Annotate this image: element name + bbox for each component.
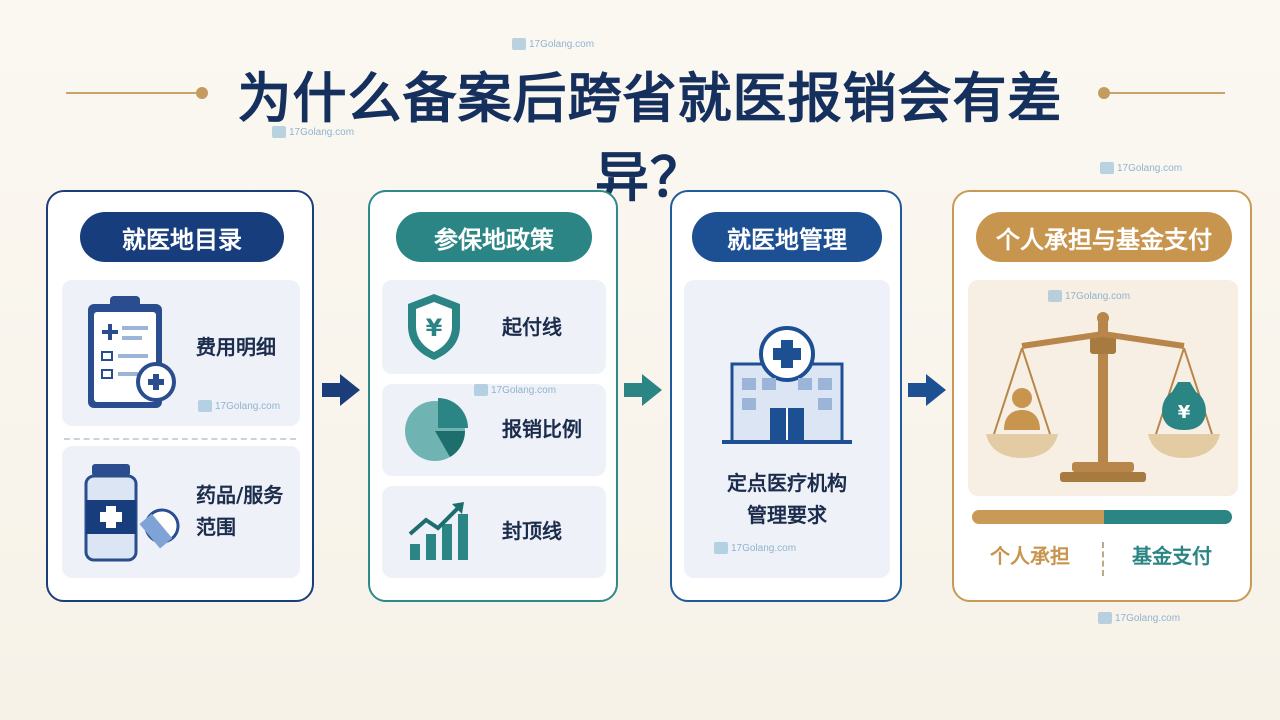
balance-scale-icon: ¥ bbox=[986, 312, 1220, 482]
watermark: 17Golang.com bbox=[474, 384, 556, 396]
title-rule-right bbox=[1110, 92, 1225, 94]
card-expense-detail: 费用明细 17Golang.com bbox=[62, 280, 300, 426]
title-rule-left bbox=[66, 92, 196, 94]
item-label-line1: 定点医疗机构 bbox=[727, 471, 847, 495]
bar-growth-icon bbox=[408, 502, 468, 560]
panel-heading: 个人承担与基金支付 bbox=[976, 212, 1232, 262]
flow-arrow-icon bbox=[624, 374, 662, 406]
svg-text:¥: ¥ bbox=[1178, 402, 1191, 423]
item-label: 封顶线 bbox=[502, 519, 562, 543]
fund-share-label: 基金支付 bbox=[1132, 544, 1212, 568]
watermark-logo-icon bbox=[198, 400, 212, 412]
watermark: 17Golang.com bbox=[198, 400, 280, 412]
panel-cost-sharing: 个人承担与基金支付 ¥ 17Golang.com bbox=[952, 190, 1252, 602]
watermark: 17Golang.com bbox=[272, 126, 354, 138]
shield-yuan-icon: ¥ bbox=[408, 294, 460, 360]
panel-heading: 参保地政策 bbox=[396, 212, 592, 262]
title-dot-right bbox=[1098, 87, 1110, 99]
watermark: 17Golang.com bbox=[1048, 290, 1130, 302]
item-label-line2: 管理要求 bbox=[747, 503, 827, 527]
watermark: 17Golang.com bbox=[1100, 162, 1182, 174]
watermark-logo-icon bbox=[714, 542, 728, 554]
watermark: 17Golang.com bbox=[1098, 612, 1180, 624]
medicine-bottle-icon bbox=[84, 464, 180, 562]
card-reimbursement-ratio: 报销比例 17Golang.com bbox=[382, 384, 606, 476]
fund-share-bar bbox=[1104, 510, 1232, 524]
watermark-logo-icon bbox=[1100, 162, 1114, 174]
item-label-line2: 范围 bbox=[196, 515, 236, 539]
title-area: 为什么备案后跨省就医报销会有差异？ bbox=[0, 52, 1280, 209]
panel-heading: 就医地管理 bbox=[692, 212, 882, 262]
flow-arrow-icon bbox=[908, 374, 946, 406]
watermark: 17Golang.com bbox=[714, 542, 796, 554]
personal-share-bar bbox=[972, 510, 1104, 524]
hospital-icon bbox=[722, 326, 852, 444]
watermark-logo-icon bbox=[512, 38, 526, 50]
card-cap-line: 封顶线 bbox=[382, 486, 606, 578]
split-divider bbox=[1102, 542, 1104, 576]
watermark: 17Golang.com bbox=[512, 38, 594, 50]
watermark-logo-icon bbox=[474, 384, 488, 396]
item-label: 起付线 bbox=[502, 315, 562, 339]
item-label-line1: 药品/服务 bbox=[196, 483, 284, 507]
clipboard-plus-icon bbox=[88, 296, 176, 408]
title-dot-left bbox=[196, 87, 208, 99]
card-drug-service-scope: 药品/服务 范围 bbox=[62, 446, 300, 578]
card-deductible: ¥ 起付线 bbox=[382, 280, 606, 374]
panel-insured-policy: 参保地政策 ¥ 起付线 报销比例 17Golang.com 封顶线 bbox=[368, 190, 618, 602]
watermark-logo-icon bbox=[272, 126, 286, 138]
card-designated-institution: 定点医疗机构 管理要求 17Golang.com bbox=[684, 280, 890, 578]
svg-text:¥: ¥ bbox=[426, 314, 443, 342]
item-label: 报销比例 bbox=[502, 417, 582, 441]
panel-local-management: 就医地管理 定点医疗机构 管理要求 17Golang.com bbox=[670, 190, 902, 602]
watermark-logo-icon bbox=[1048, 290, 1062, 302]
pie-chart-icon bbox=[405, 398, 468, 461]
panel-local-catalog: 就医地目录 费用明细 17Golang.com bbox=[46, 190, 314, 602]
personal-share-label: 个人承担 bbox=[990, 544, 1070, 568]
flow-arrow-icon bbox=[322, 374, 360, 406]
card-balance: ¥ 17Golang.com bbox=[968, 280, 1238, 496]
page-title: 为什么备案后跨省就医报销会有差异？ bbox=[237, 66, 1063, 209]
panel-heading: 就医地目录 bbox=[80, 212, 284, 262]
item-label: 费用明细 bbox=[196, 335, 276, 359]
watermark-logo-icon bbox=[1098, 612, 1112, 624]
dashed-divider bbox=[64, 438, 296, 440]
